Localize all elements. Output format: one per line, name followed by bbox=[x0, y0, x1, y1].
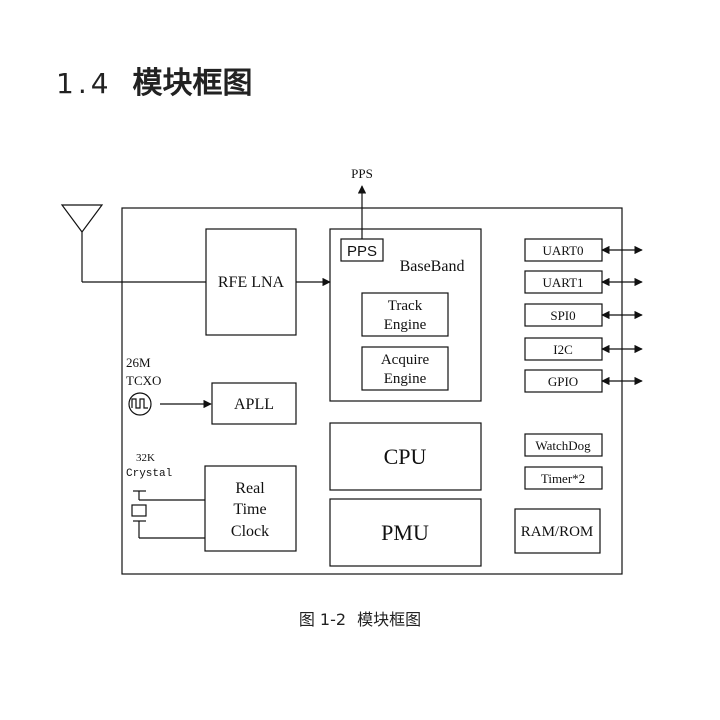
figure-number: 图 1-2 bbox=[298, 610, 347, 629]
baseband-label: BaseBand bbox=[400, 258, 465, 275]
pps-block-label: PPS bbox=[347, 243, 377, 260]
spi0-label: SPI0 bbox=[550, 308, 575, 323]
crystal-label: Crystal bbox=[126, 468, 172, 480]
antenna-icon bbox=[60, 204, 206, 283]
acquire-engine-line2: Engine bbox=[384, 371, 427, 387]
figure-title: 模块框图 bbox=[357, 610, 422, 629]
crystal-icon bbox=[131, 490, 205, 539]
figure-caption: 图 1-2 模块框图 bbox=[0, 606, 720, 630]
rtc-block bbox=[204, 465, 297, 552]
section-title: 模块框图 bbox=[132, 66, 253, 101]
module-frame bbox=[121, 207, 623, 575]
i2c-label: I2C bbox=[553, 342, 573, 357]
watchdog-block bbox=[524, 433, 603, 457]
tcxo-label: TCXO bbox=[126, 373, 161, 388]
rfe-lna-label: RFE LNA bbox=[218, 274, 285, 291]
uart1-label: UART1 bbox=[542, 275, 583, 290]
apll-block bbox=[211, 382, 297, 425]
ram-rom-label: RAM/ROM bbox=[521, 524, 594, 540]
watchdog-label: WatchDog bbox=[535, 438, 591, 453]
pmu-block bbox=[329, 498, 482, 567]
track-engine-block bbox=[361, 292, 449, 337]
cpu-label: CPU bbox=[384, 444, 427, 469]
tcxo-frequency-label: 26M bbox=[126, 355, 151, 370]
section-number: 1.4 bbox=[56, 67, 113, 100]
section-heading: 1.4 模块框图 bbox=[56, 58, 253, 101]
crystal-frequency-label: 32K bbox=[136, 452, 155, 464]
acquire-engine-line1: Acquire bbox=[381, 352, 430, 368]
baseband-block bbox=[329, 228, 482, 402]
rtc-line1: Real bbox=[235, 480, 265, 497]
pps-output-label: PPS bbox=[351, 166, 373, 181]
ram-rom-block bbox=[514, 508, 601, 554]
rtc-line2: Time bbox=[233, 501, 266, 518]
timer-label: Timer*2 bbox=[541, 471, 585, 486]
timer-block bbox=[524, 466, 603, 490]
acquire-engine-block bbox=[361, 346, 449, 391]
track-engine-line2: Engine bbox=[384, 317, 427, 333]
pmu-label: PMU bbox=[381, 520, 429, 545]
gpio-label: GPIO bbox=[548, 374, 578, 389]
uart0-label: UART0 bbox=[542, 243, 583, 258]
rtc-line3: Clock bbox=[231, 523, 269, 540]
track-engine-line1: Track bbox=[388, 298, 423, 314]
apll-label: APLL bbox=[234, 396, 274, 413]
oscillator-icon bbox=[128, 392, 152, 416]
cpu-block bbox=[329, 422, 482, 491]
